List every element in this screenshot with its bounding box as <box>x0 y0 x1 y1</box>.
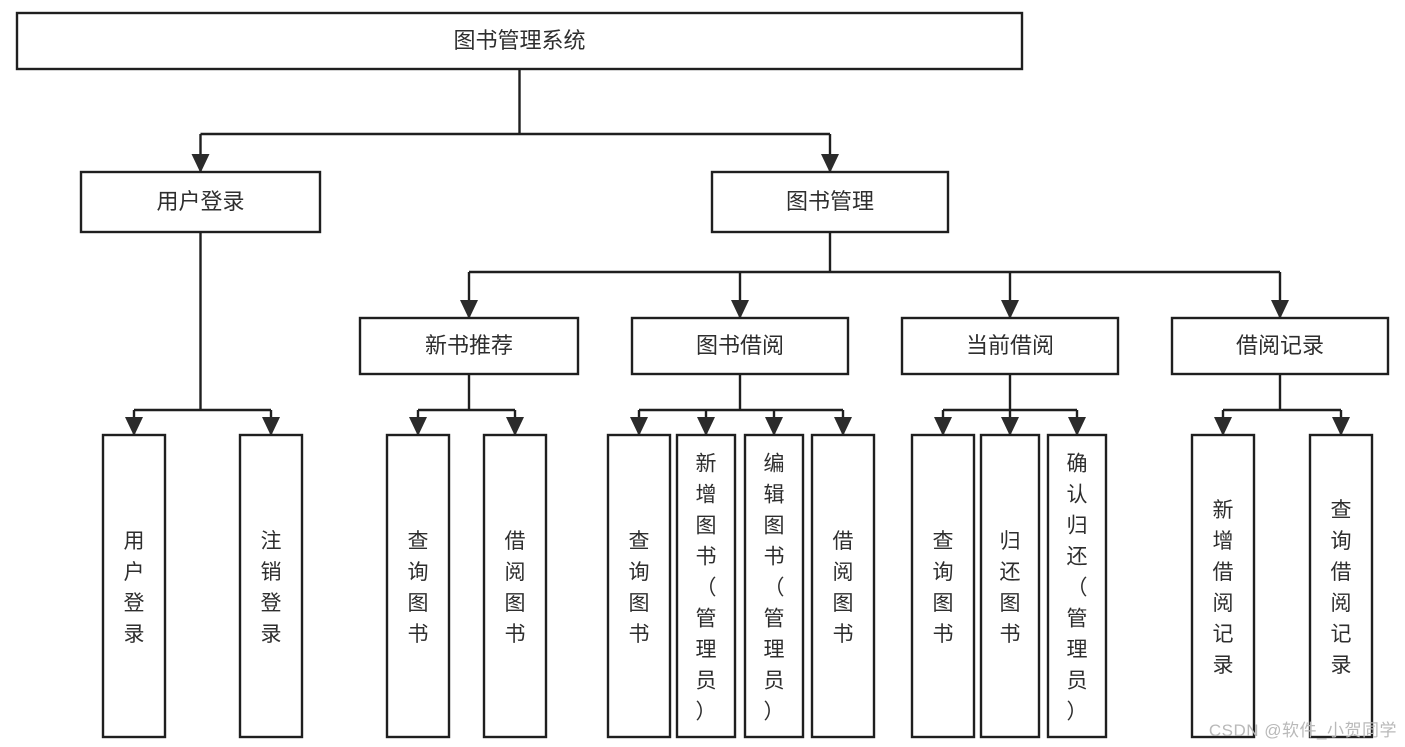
node-root-图书管理系统[interactable]: 图书管理系统 <box>15 11 1024 71</box>
node-label: 用户登录 <box>156 189 244 214</box>
node-book-borrow[interactable]: 图书借阅 <box>630 316 850 376</box>
node-label: 借阅图书 <box>505 530 526 646</box>
node-leaf-query-book-1[interactable]: 查询图书 <box>385 433 451 739</box>
node-label: 确认归还（管理员） <box>1067 453 1088 724</box>
node-leaf-user-login[interactable]: 用户登录 <box>101 433 167 739</box>
node-leaf-add-record[interactable]: 新增借阅记录 <box>1190 433 1256 739</box>
node-label: 归还图书 <box>1000 530 1021 646</box>
node-label: 用户登录 <box>124 530 145 646</box>
node-leaf-query-book-2[interactable]: 查询图书 <box>606 433 672 739</box>
node-leaf-add-book[interactable]: 新增图书（管理员） <box>675 433 737 739</box>
node-label: 新书推荐 <box>425 333 513 358</box>
node-leaf-borrow-book-2[interactable]: 借阅图书 <box>810 433 876 739</box>
node-leaf-return-book[interactable]: 归还图书 <box>979 433 1041 739</box>
node-leaf-user-logout[interactable]: 注销登录 <box>238 433 304 739</box>
node-leaf-borrow-book-1[interactable]: 借阅图书 <box>482 433 548 739</box>
node-label: 查询借阅记录 <box>1331 499 1352 677</box>
node-current-borrow[interactable]: 当前借阅 <box>900 316 1120 376</box>
node-label: 新增图书（管理员） <box>696 453 717 724</box>
node-leaf-query-book-3[interactable]: 查询图书 <box>910 433 976 739</box>
node-user-login[interactable]: 用户登录 <box>79 170 322 234</box>
node-book-manage[interactable]: 图书管理 <box>710 170 950 234</box>
csdn-watermark: CSDN @软件_小贺同学 <box>1208 721 1397 740</box>
node-borrow-record[interactable]: 借阅记录 <box>1170 316 1390 376</box>
node-leaf-confirm-return[interactable]: 确认归还（管理员） <box>1046 433 1108 739</box>
node-label: 新增借阅记录 <box>1213 499 1234 677</box>
node-label: 图书管理系统 <box>453 28 585 53</box>
node-label: 当前借阅 <box>966 333 1054 358</box>
node-leaf-edit-book[interactable]: 编辑图书（管理员） <box>743 433 805 739</box>
node-label: 查询图书 <box>933 530 954 646</box>
node-new-book-recommend[interactable]: 新书推荐 <box>358 316 580 376</box>
node-label: 查询图书 <box>408 530 429 646</box>
connector-layer <box>125 69 1350 436</box>
node-label: 图书借阅 <box>696 333 784 358</box>
node-label: 图书管理 <box>786 189 874 214</box>
node-label: 借阅图书 <box>833 530 854 646</box>
node-label: 查询图书 <box>629 530 650 646</box>
node-layer: 图书管理系统用户登录图书管理新书推荐图书借阅当前借阅借阅记录用户登录注销登录查询… <box>15 11 1390 739</box>
node-leaf-query-record[interactable]: 查询借阅记录 <box>1308 433 1374 739</box>
node-label: 注销登录 <box>261 530 282 646</box>
node-label: 编辑图书（管理员） <box>764 453 785 724</box>
node-label: 借阅记录 <box>1236 333 1324 358</box>
